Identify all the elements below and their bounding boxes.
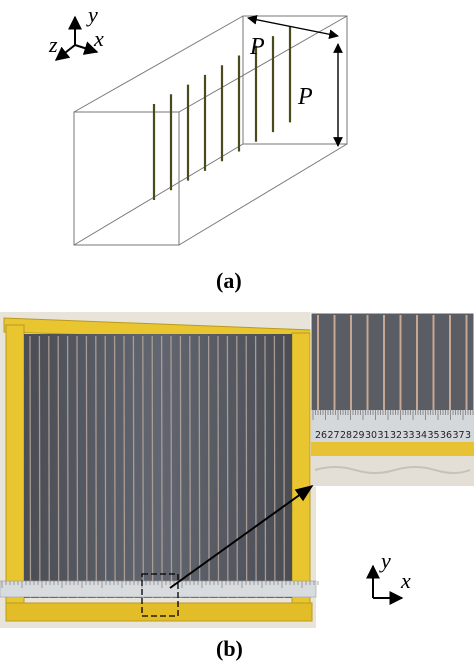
ruler-number: 35 [428,430,440,441]
inset-ruler-numbers: 26 27 28 29 30 31 32 33 34 35 36 37 3 [315,430,471,441]
fiber [104,335,107,599]
inset-zoom: 26 27 28 29 30 31 32 33 34 35 36 37 3 [310,312,474,487]
ruler-number: 30 [365,430,377,441]
ruler-main [0,580,319,598]
period-annotations: P P [247,14,343,147]
zoom-arrow [169,484,314,589]
coordinate-axes-b: y x [366,548,411,605]
fiber [264,335,267,599]
caption-a: (a) [216,268,242,293]
fiber [198,335,201,599]
inset-frame-strip [311,442,474,456]
ruler-number: 32 [390,430,402,441]
ruler-number: 3 [465,430,471,441]
x-axis-label: x [93,26,104,51]
z-axis-label: z [48,32,58,57]
fiber [189,335,191,599]
fiber [283,335,285,599]
highlight-box [141,573,179,617]
fiber [113,335,116,599]
fiber [66,335,69,599]
ruler-number: 31 [378,430,390,441]
fiber [170,335,173,599]
panel-a: y x z P P (a) [48,2,348,293]
ruler-number: 33 [403,430,415,441]
fiber [29,335,32,599]
ruler-number: 36 [440,430,452,441]
ruler-number: 26 [315,430,327,441]
fiber [245,335,248,599]
ruler-number: 37 [453,430,465,441]
period-label-side: P [297,84,313,110]
fiber [132,335,135,599]
fiber [273,335,276,599]
ruler-number: 27 [328,430,340,441]
fiber [76,335,79,599]
ruler-number: 29 [353,430,365,441]
fiber [85,335,88,599]
y-axis-label-b: y [379,548,391,573]
fiber-mesh [24,334,292,598]
fiber [179,335,182,599]
fiber [95,335,97,599]
caption-b: (b) [216,636,243,661]
fiber [123,335,126,599]
panel-b: 26 27 28 29 30 31 32 33 34 35 36 37 3 [0,312,474,661]
x-axis-label-b: x [400,568,411,593]
unit-cell-box [73,15,348,246]
fiber [254,335,257,599]
fiber-group-a [152,26,292,200]
fiber [151,335,154,599]
fiber-group-b [29,335,285,599]
fiber [236,335,238,599]
ruler-number: 28 [340,430,352,441]
ruler-number: 34 [415,430,427,441]
fiber [226,335,229,599]
y-axis-label: y [86,2,98,27]
fiber [142,335,144,599]
fiber [207,335,210,599]
fiber [57,335,60,599]
period-label-top: P [249,34,265,60]
fiber [160,335,163,599]
coordinate-axes-a: y x z [48,2,104,61]
fiber [38,335,41,599]
fiber [48,335,50,599]
fiber [217,335,220,599]
